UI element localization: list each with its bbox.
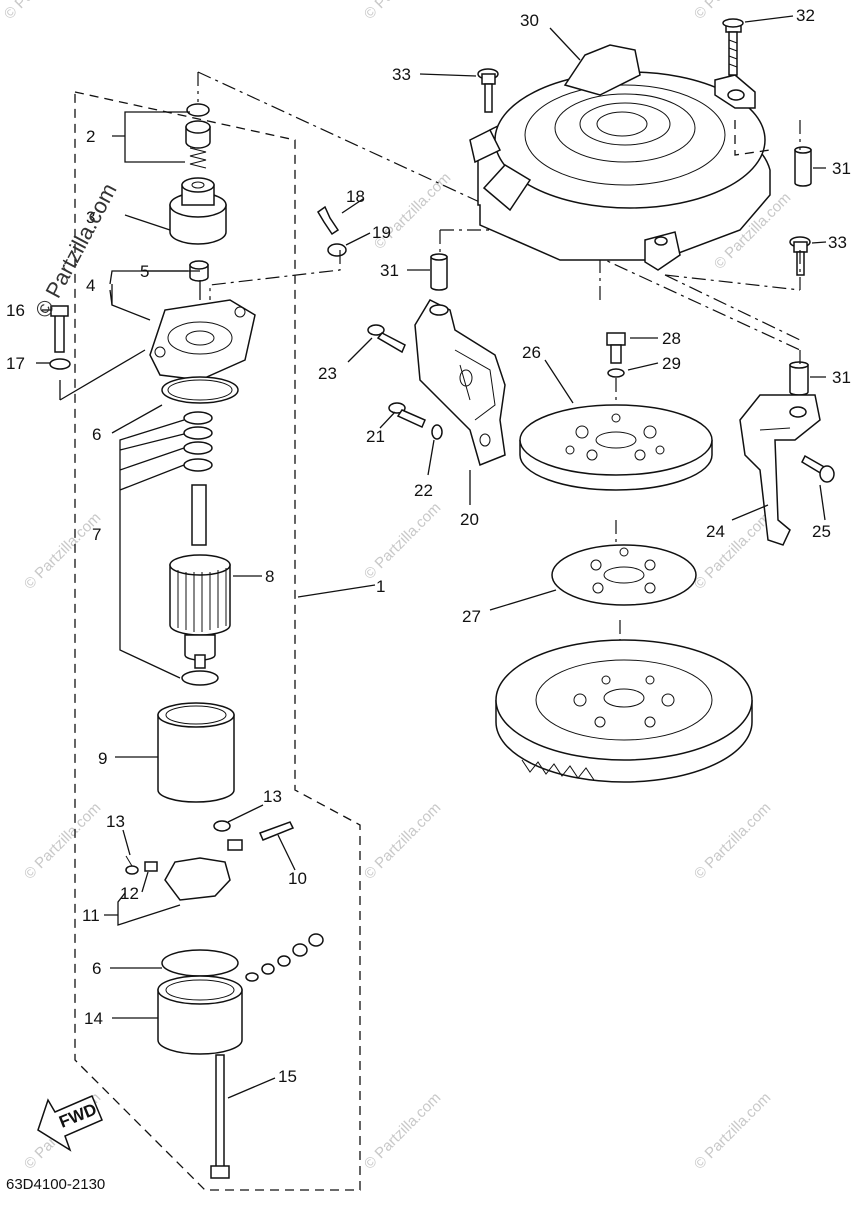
- callout-2: 2: [86, 127, 95, 146]
- snap-ring: [186, 103, 210, 117]
- callout-13b: 13: [263, 787, 282, 806]
- brush-holder: [164, 857, 231, 901]
- callout-25: 25: [812, 522, 831, 541]
- callout-10: 10: [288, 869, 307, 888]
- callout-6b: 6: [92, 959, 101, 978]
- o-ring-upper: [161, 376, 239, 404]
- brush-lead: [227, 839, 243, 851]
- plate-26: [519, 404, 713, 491]
- callout-21: 21: [366, 427, 385, 446]
- through-bolt: [215, 1054, 225, 1169]
- brush: [144, 861, 158, 872]
- callout-33b: 33: [828, 233, 847, 252]
- callout-17: 17: [6, 354, 25, 373]
- spring: [189, 147, 207, 169]
- washer: [183, 411, 213, 425]
- svg-text:© Partzilla.com: © Partzilla.com: [361, 0, 444, 23]
- bolt-18: [317, 205, 340, 236]
- callout-28: 28: [662, 329, 681, 348]
- svg-text:© Partzilla.com: © Partzilla.com: [361, 499, 444, 582]
- callout-7: 7: [92, 525, 101, 544]
- callout-15: 15: [278, 1067, 297, 1086]
- callout-4: 4: [86, 276, 95, 295]
- bolt-28: [606, 332, 626, 364]
- collar-31: [430, 146, 812, 396]
- callout-1: 1: [376, 577, 385, 596]
- callout-20: 20: [460, 510, 479, 529]
- callout-12: 12: [120, 884, 139, 903]
- washer-29: [607, 368, 625, 378]
- callout-26: 26: [522, 343, 541, 362]
- callout-31b: 31: [380, 261, 399, 280]
- callout-23: 23: [318, 364, 337, 383]
- callout-3: 3: [86, 208, 95, 227]
- armature-shaft: [191, 484, 207, 546]
- callout-6a: 6: [92, 425, 101, 444]
- callout-11: 11: [82, 906, 100, 925]
- rear-cover: [157, 989, 243, 1055]
- callout-30: 30: [520, 11, 539, 30]
- washer-17: [49, 358, 71, 370]
- washer-19: [327, 243, 347, 257]
- bolt-33-upper: [477, 68, 499, 113]
- callout-labels: 1 2 3 4 5 6 6 7 8 9 10 11 12 13 13 14 15…: [6, 6, 851, 1086]
- svg-text:© Partzilla.com: © Partzilla.com: [1, 0, 84, 23]
- flywheel: [495, 639, 753, 783]
- svg-text:© Partzilla.com: © Partzilla.com: [361, 799, 444, 882]
- callout-31c: 31: [832, 368, 851, 387]
- bolt-16: [54, 314, 65, 353]
- bolt-21: [388, 402, 426, 429]
- svg-text:© Partzilla.com: © Partzilla.com: [21, 509, 104, 592]
- washer-lower: [181, 670, 219, 686]
- terminal: [213, 820, 231, 832]
- svg-text:© Partzilla.com: © Partzilla.com: [691, 509, 774, 592]
- callout-9: 9: [98, 749, 107, 768]
- callout-13a: 13: [106, 812, 125, 831]
- bolt-33-lower: [789, 236, 811, 276]
- washer: [183, 426, 213, 440]
- callout-14: 14: [84, 1009, 103, 1028]
- washer: [183, 441, 213, 455]
- callout-29: 29: [662, 354, 681, 373]
- callout-31a: 31: [832, 159, 851, 178]
- callout-18: 18: [346, 187, 365, 206]
- callout-33a: 33: [392, 65, 411, 84]
- callout-24: 24: [706, 522, 725, 541]
- o-ring-lower: [161, 949, 239, 977]
- callout-5: 5: [140, 262, 149, 281]
- plate-27: [551, 544, 697, 606]
- terminal-small: [125, 865, 139, 875]
- bracket-24: [739, 394, 821, 546]
- callout-19: 19: [372, 223, 391, 242]
- yoke: [157, 714, 235, 803]
- callout-16: 16: [6, 301, 25, 320]
- washer-22: [431, 424, 443, 440]
- svg-text:© Partzilla.com: © Partzilla.com: [691, 799, 774, 882]
- starter-assembly-boundary: [74, 91, 361, 1191]
- centerline-cover: [439, 229, 801, 341]
- bolt-32: [722, 18, 744, 76]
- svg-text:© Partzilla.com: © Partzilla.com: [361, 1089, 444, 1172]
- svg-text:© Partzilla.com: © Partzilla.com: [21, 799, 104, 882]
- washer: [183, 458, 213, 472]
- callout-32: 32: [796, 6, 815, 25]
- bracket-20: [414, 299, 506, 467]
- starter-leaders: [36, 111, 376, 1099]
- leader-30: [549, 27, 581, 61]
- bolt-25: [801, 454, 835, 483]
- bolt-23: [367, 324, 406, 354]
- starter-parts: [49, 103, 347, 1179]
- front-bracket: [149, 299, 256, 381]
- callout-27: 27: [462, 607, 481, 626]
- screw: [258, 821, 295, 841]
- callout-22: 22: [414, 481, 433, 500]
- flywheel-cover: [469, 44, 771, 271]
- svg-text:© Partzilla.com: © Partzilla.com: [691, 1089, 774, 1172]
- document-code: 63D4100-2130: [6, 1176, 106, 1193]
- callout-8: 8: [265, 567, 274, 586]
- fwd-arrow: FWD: [37, 1095, 103, 1152]
